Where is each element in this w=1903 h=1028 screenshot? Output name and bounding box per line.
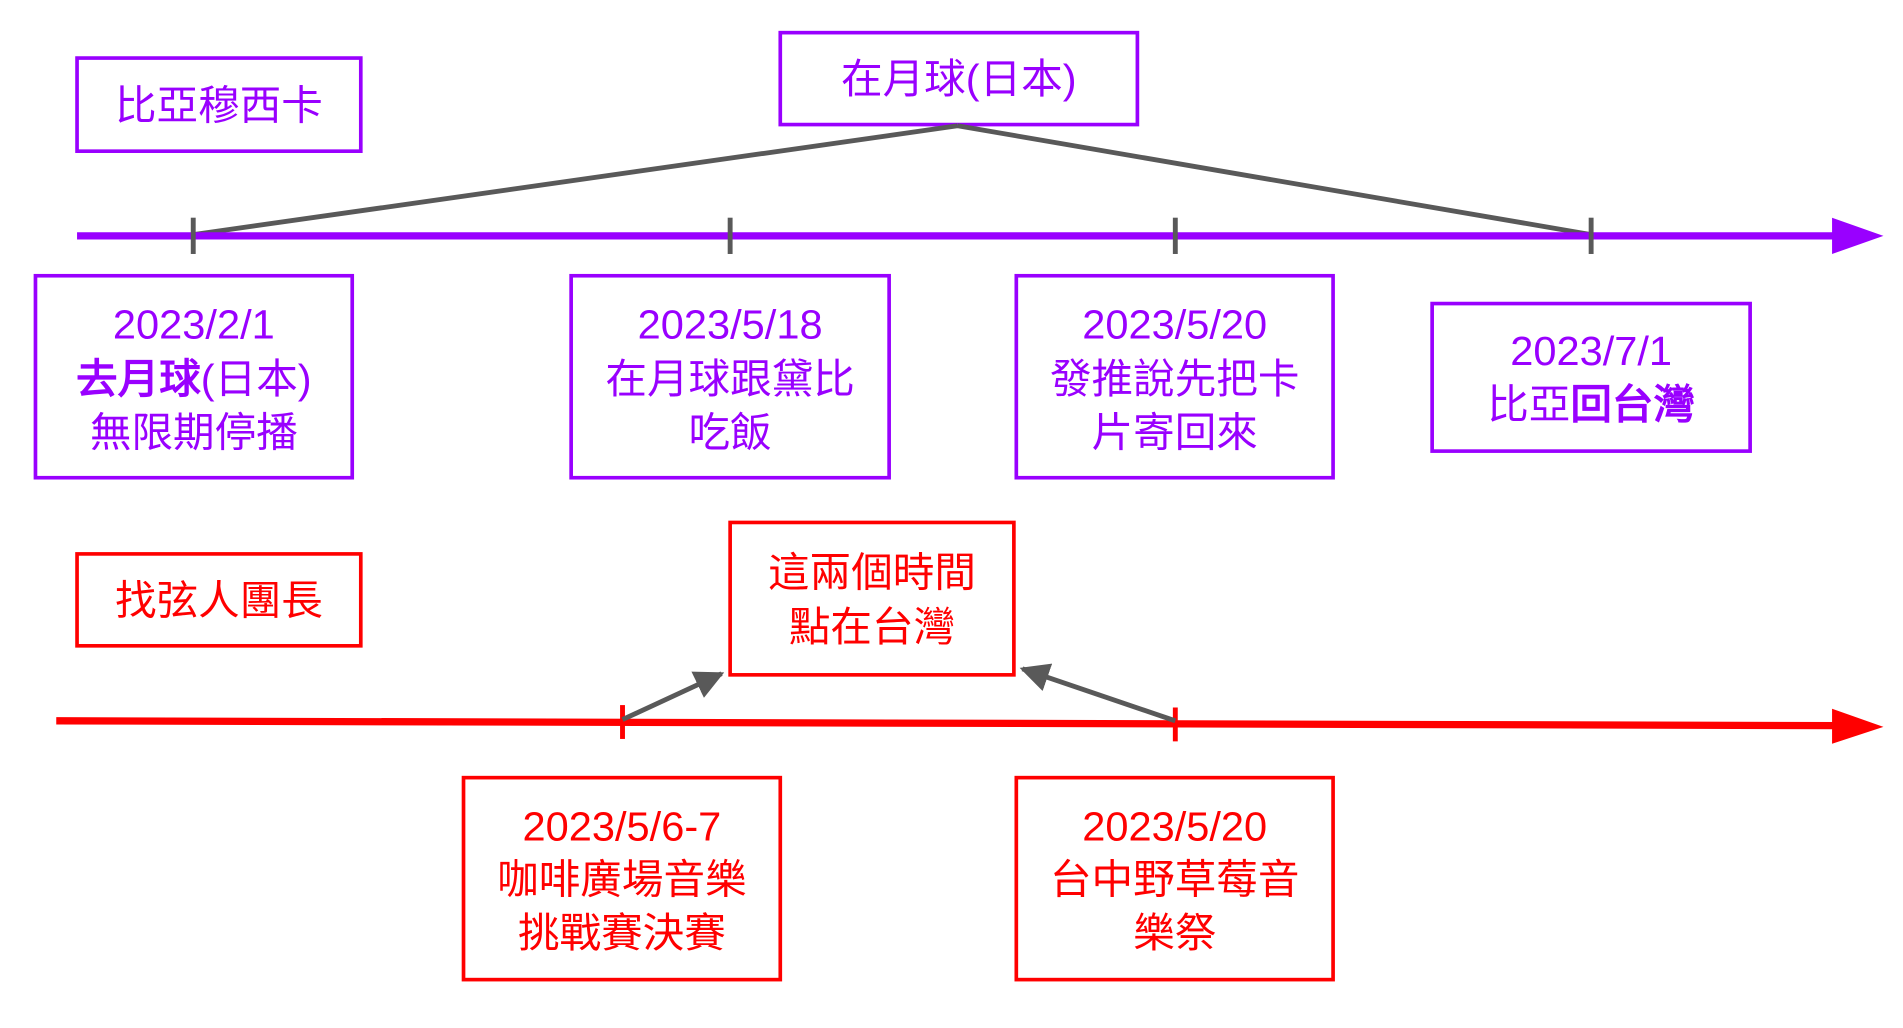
leader-event-1-box [461, 775, 783, 982]
biya-event-1-box [33, 273, 355, 480]
biya-label-box [75, 56, 363, 153]
leader-label-box [75, 552, 363, 648]
leader-event-1: 2023/5/6-7 咖啡廣場音樂 挑戰賽決賽 [461, 775, 783, 982]
biya-event-1-line1-rest: (日本) [201, 356, 312, 402]
biya-event-1: 2023/2/1 去月球(日本) 無限期停播 [33, 273, 355, 480]
biya-event-2: 2023/5/18 在月球跟黛比 吃飯 [569, 273, 891, 480]
biya-event-3-line2: 片寄回來 [1092, 409, 1258, 455]
biya-location: 在月球(日本) [841, 56, 1077, 102]
biya-event-3-date: 2023/5/20 [1082, 302, 1267, 348]
biya-location-box [778, 30, 1140, 127]
biya-event-4-line1: 比亞回台灣 [1487, 382, 1695, 428]
leader-event-2-box [1014, 775, 1335, 982]
biya-event-3-line1: 發推說先把卡 [1050, 356, 1299, 402]
biya-location-connector-start [192, 123, 958, 238]
leader-event-2-line2: 樂祭 [1133, 910, 1216, 956]
biya-event-2-line1: 在月球跟黛比 [605, 356, 854, 402]
leader-event-2-date: 2023/5/20 [1082, 804, 1267, 850]
biya-location-connector-end [957, 123, 1592, 238]
leader-connector-arrow-2 [1019, 663, 1177, 724]
biya-event-2-date: 2023/5/18 [638, 302, 823, 348]
leader-event-1-line2: 挑戰賽決賽 [518, 910, 726, 956]
biya-event-4-date: 2023/7/1 [1510, 328, 1672, 374]
biya-event-3: 2023/5/20 發推說先把卡 片寄回來 [1014, 273, 1335, 480]
leader-timeline-section: 找弦人團長 這兩個時間 點在台灣 2023/5/6-7 咖啡廣場音樂 挑戰賽決賽… [56, 520, 1884, 982]
biya-axis-arrowhead [1832, 217, 1884, 254]
leader-connector-arrow-1 [621, 671, 725, 722]
leader-event-2-line1: 台中野草莓音 [1050, 857, 1299, 903]
leader-event-1-date: 2023/5/6-7 [522, 804, 721, 850]
leader-axis-line [56, 717, 1841, 730]
leader-event-2: 2023/5/20 台中野草莓音 樂祭 [1014, 775, 1335, 982]
biya-event-4: 2023/7/1 比亞回台灣 [1430, 301, 1752, 453]
biya-event-4-box [1430, 301, 1752, 453]
leader-location-line1: 這兩個時間 [768, 550, 976, 596]
biya-event-2-line2: 吃飯 [689, 409, 772, 455]
biya-event-4-line1-prefix: 比亞 [1487, 382, 1570, 428]
biya-event-1-line1-bold: 去月球 [76, 356, 201, 402]
leader-label: 找弦人團長 [115, 578, 323, 624]
biya-event-1-date: 2023/2/1 [113, 302, 275, 348]
biya-event-3-box [1014, 273, 1335, 480]
leader-location-box [728, 520, 1016, 677]
biya-timeline-section: 比亞穆西卡 在月球(日本) 2023/2/1 去月球(日本) 無限期停播 202… [33, 30, 1884, 480]
biya-event-2-box [569, 273, 891, 480]
biya-label: 比亞穆西卡 [115, 83, 323, 129]
biya-event-1-line1: 去月球(日本) [76, 356, 312, 402]
leader-axis-arrowhead [1832, 708, 1884, 744]
leader-event-1-line1: 咖啡廣場音樂 [497, 857, 746, 903]
leader-location-line2: 點在台灣 [789, 604, 955, 650]
biya-event-1-line2: 無限期停播 [90, 409, 298, 455]
biya-event-4-line1-bold: 回台灣 [1570, 382, 1695, 428]
